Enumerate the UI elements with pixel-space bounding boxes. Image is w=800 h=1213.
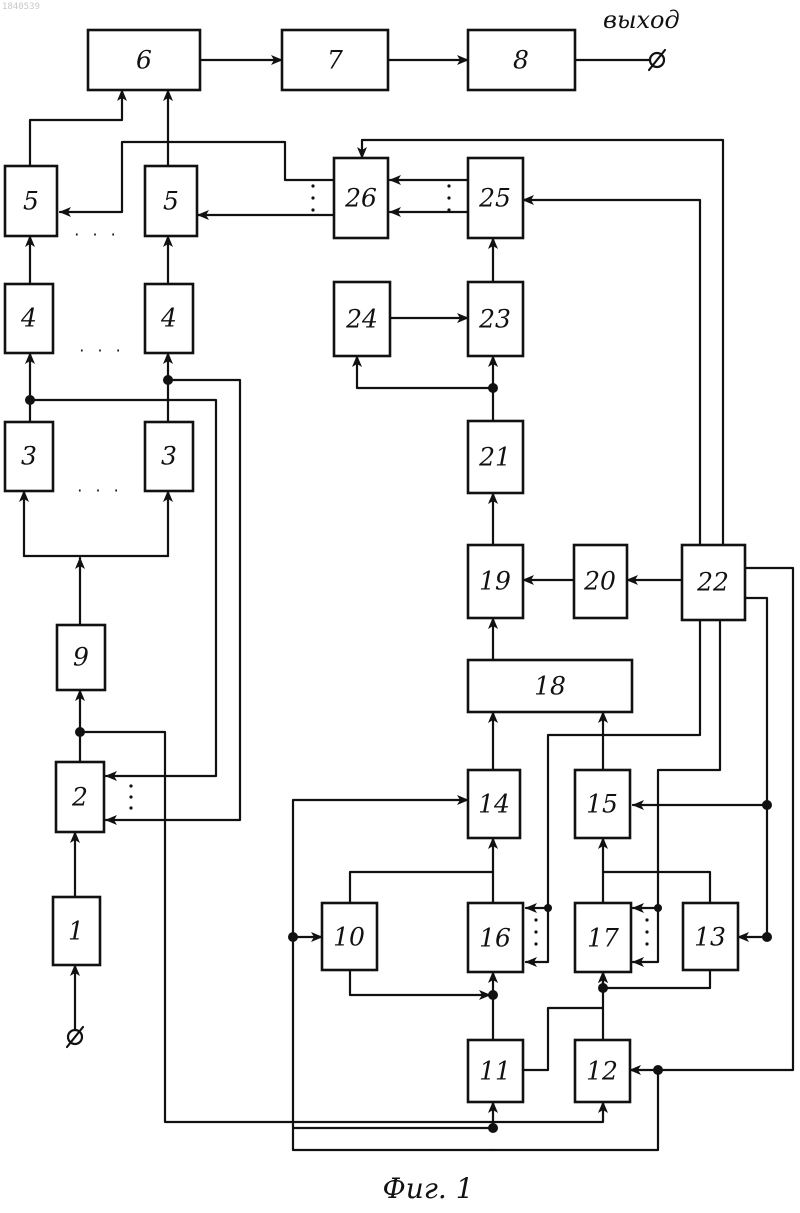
block-label: 7: [327, 46, 343, 75]
block-label: 19: [479, 567, 511, 596]
wires: [24, 60, 793, 1150]
block-label: 4: [160, 304, 177, 333]
block-label: 3: [21, 442, 37, 471]
block-19: 19: [468, 545, 523, 618]
block-16: 16: [468, 903, 523, 972]
block-4a: 4: [5, 284, 53, 353]
block-18: 18: [468, 660, 632, 712]
block-8: 8: [468, 30, 575, 90]
output-terminal: [649, 50, 665, 70]
block-label: 3: [161, 442, 177, 471]
block-13: 13: [683, 903, 738, 970]
output-label: выход: [603, 6, 680, 34]
block-5b: 5: [145, 166, 197, 236]
block-6: 6: [88, 30, 200, 90]
block-4b: 4: [145, 284, 193, 353]
block-10: 10: [322, 903, 377, 970]
block-label: 6: [136, 46, 152, 75]
block-9: 9: [57, 625, 105, 690]
block-11: 11: [468, 1040, 523, 1102]
block-7: 7: [282, 30, 388, 90]
block-label: 5: [163, 187, 179, 216]
block-label: 8: [513, 46, 529, 75]
block-3a: 3: [5, 422, 53, 491]
block-label: 25: [478, 184, 511, 213]
ellipsis-blocks-4: · · ·: [79, 341, 124, 360]
block-24: 24: [334, 282, 390, 356]
block-label: 4: [20, 304, 37, 333]
ellipsis-blocks-5: · · ·: [74, 225, 119, 244]
block-3b: 3: [145, 422, 193, 491]
block-label: 23: [478, 305, 511, 334]
block-label: 17: [587, 924, 619, 953]
block-label: 15: [586, 790, 618, 819]
block-label: 2: [71, 783, 88, 812]
block-12: 12: [575, 1040, 630, 1102]
block-23: 23: [468, 282, 523, 356]
block-20: 20: [574, 545, 627, 618]
block-22: 22: [682, 545, 745, 620]
block-label: 26: [344, 184, 377, 213]
block-17: 17: [575, 903, 631, 972]
block-2: 2: [56, 762, 104, 832]
block-label: 18: [534, 672, 566, 701]
block-label: 21: [478, 443, 511, 472]
block-label: 20: [583, 567, 616, 596]
block-5a: 5: [5, 166, 57, 236]
block-label: 9: [73, 643, 89, 672]
block-label: 22: [696, 568, 729, 597]
input-terminal: [67, 1027, 83, 1047]
block-15: 15: [575, 770, 630, 838]
block-label: 5: [23, 187, 39, 216]
block-label: 1: [68, 917, 84, 946]
patent-stamp: 1840539: [2, 2, 40, 12]
block-21: 21: [468, 421, 523, 493]
block-25: 25: [468, 158, 523, 238]
figure-caption: Фиг. 1: [382, 1172, 473, 1205]
block-label: 11: [479, 1057, 511, 1086]
block-label: 24: [345, 305, 378, 334]
junctions: [25, 375, 772, 1133]
block-label: 12: [586, 1057, 618, 1086]
block-label: 10: [333, 923, 365, 952]
block-26: 26: [334, 158, 388, 238]
block-1: 1: [53, 897, 100, 965]
block-label: 13: [694, 923, 726, 952]
block-label: 16: [479, 924, 511, 953]
block-14: 14: [468, 770, 520, 838]
block-label: 14: [478, 790, 510, 819]
ellipsis-blocks-3: · · ·: [77, 481, 122, 500]
